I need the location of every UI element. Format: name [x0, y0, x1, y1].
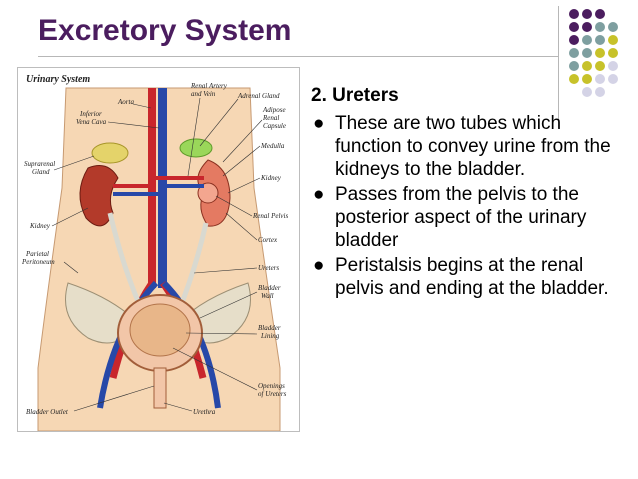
- decor-dot: [595, 9, 605, 19]
- label-bladder-2: Bladder: [258, 324, 281, 332]
- adrenal-gland-left: [91, 142, 129, 164]
- label-kidney-right: Kidney: [260, 174, 282, 182]
- bullet-item: ● Passes from the pelvis to the posterior…: [311, 183, 621, 252]
- label-adipose: Adipose: [262, 106, 286, 114]
- label-aorta: Aorta: [117, 98, 134, 106]
- decor-dot: [582, 35, 592, 45]
- label-renal-pelvis: Renal Pelvis: [252, 212, 288, 220]
- leader-line: [53, 155, 95, 171]
- leader-line: [132, 103, 152, 109]
- leader-line: [73, 385, 155, 412]
- urinary-illustration: Urinary System Aorta Renal Artery and Ve…: [21, 74, 288, 431]
- decor-dot: [569, 48, 579, 58]
- label-parietal: Parietal: [25, 250, 49, 258]
- title-underline: [38, 56, 558, 57]
- decor-dot: [569, 61, 579, 71]
- bladder-lining: [129, 303, 191, 357]
- leader-line: [225, 212, 258, 241]
- decor-dot: [608, 61, 618, 71]
- leader-line: [215, 195, 253, 217]
- bullet-text: These are two tubes which function to co…: [335, 113, 611, 180]
- decor-dot: [595, 48, 605, 58]
- decor-dot: [582, 22, 592, 32]
- leader-line: [222, 145, 261, 177]
- label-and-vein: and Vein: [191, 90, 216, 98]
- decor-dot: [569, 74, 579, 84]
- bullet-dot-icon: ●: [313, 184, 325, 205]
- label-medulla: Medulla: [260, 142, 285, 150]
- leader-lines: [51, 97, 263, 412]
- slide-title: Excretory System: [38, 14, 292, 47]
- label-urethra: Urethra: [193, 408, 216, 416]
- decor-dot: [595, 22, 605, 32]
- urethra: [153, 367, 167, 409]
- label-gland: Gland: [32, 168, 50, 176]
- bullet-text: Peristalsis begins at the renal pelvis a…: [335, 255, 609, 299]
- leader-line: [187, 97, 201, 177]
- decor-dot: [582, 61, 592, 71]
- bullet-text: Passes from the pelvis to the posterior …: [335, 184, 587, 251]
- decor-dot: [608, 48, 618, 58]
- adrenal-gland-right: [179, 138, 213, 158]
- decor-dot: [569, 35, 579, 45]
- bullet-item: ● Peristalsis begins at the renal pelvis …: [311, 254, 621, 300]
- label-vena-cava: Vena Cava: [76, 118, 107, 126]
- bullet-item: ● These are two tubes which function to c…: [311, 112, 621, 181]
- label-bladder-outlet: Bladder Outlet: [26, 408, 69, 416]
- bullet-dot-icon: ●: [313, 113, 325, 134]
- label-adrenal-gland: Adrenal Gland: [237, 92, 280, 100]
- label-peritoneum: Peritoneum: [21, 258, 55, 266]
- label-wall: Wall: [261, 292, 274, 300]
- decor-dot: [595, 74, 605, 84]
- leader-line: [172, 347, 258, 391]
- decor-dot: [608, 74, 618, 84]
- decor-dot: [569, 9, 579, 19]
- kidney-left: [79, 165, 119, 227]
- label-bladder: Bladder: [258, 284, 281, 292]
- decor-dot: [582, 74, 592, 84]
- leader-line: [185, 332, 258, 335]
- urinary-system-figure: Urinary System Aorta Renal Artery and Ve…: [17, 67, 300, 432]
- slide-content: 2. Ureters ● These are two tubes which fu…: [311, 84, 621, 302]
- leader-line: [227, 177, 261, 194]
- label-suprarenal: Suprarenal: [24, 160, 55, 168]
- label-of-ureters: of Ureters: [258, 390, 287, 398]
- decor-dot: [608, 35, 618, 45]
- leader-line: [63, 261, 79, 274]
- section-heading: 2. Ureters: [311, 85, 399, 106]
- decor-dot: [582, 48, 592, 58]
- label-lining: Lining: [260, 332, 280, 340]
- decor-vertical-line: [558, 6, 559, 128]
- label-cortex: Cortex: [258, 236, 278, 244]
- label-inferior: Inferior: [79, 110, 102, 118]
- label-renal-artery: Renal Artery: [190, 82, 228, 90]
- leader-line: [199, 291, 258, 319]
- label-capsule: Capsule: [263, 122, 286, 130]
- label-kidney-left: Kidney: [29, 222, 51, 230]
- leader-line: [193, 267, 258, 274]
- decor-dot: [595, 35, 605, 45]
- decor-dot: [569, 22, 579, 32]
- label-ureters: Ureters: [258, 264, 279, 272]
- leader-line: [163, 402, 193, 412]
- decor-dot: [582, 9, 592, 19]
- label-renal: Renal: [262, 114, 279, 122]
- figure-title: Urinary System: [26, 74, 90, 85]
- leader-line: [51, 207, 89, 227]
- leader-line: [199, 98, 239, 147]
- leader-line: [107, 121, 160, 129]
- bullet-dot-icon: ●: [313, 255, 325, 276]
- label-openings: Openings: [258, 382, 285, 390]
- decor-dot: [595, 61, 605, 71]
- leader-line: [222, 119, 263, 163]
- vena-cava: [158, 88, 167, 288]
- decor-dot: [608, 22, 618, 32]
- bullet-list: ● These are two tubes which function to c…: [311, 112, 621, 300]
